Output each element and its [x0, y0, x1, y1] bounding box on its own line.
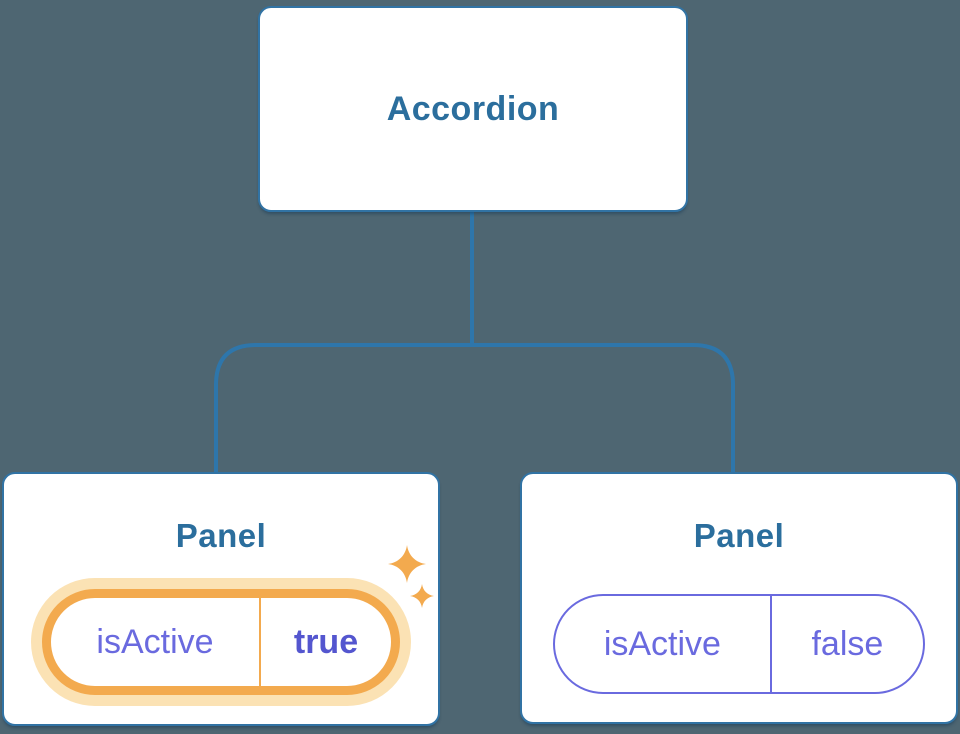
sparkle-icon	[410, 584, 434, 608]
sparkle-icon	[388, 545, 426, 583]
panel-node-title: Panel	[175, 517, 267, 554]
panel-node-active: Panel isActive true	[2, 472, 440, 726]
state-value-label: false	[769, 596, 923, 692]
state-value-label: true	[259, 598, 391, 686]
state-pill-active: isActive true	[42, 589, 400, 695]
accordion-node-label: Accordion	[386, 89, 560, 128]
accordion-node: Accordion	[258, 6, 688, 212]
panel-node-inactive: Panel isActive false	[520, 472, 958, 724]
panel-node-title: Panel	[693, 517, 785, 554]
state-pill-inactive: isActive false	[553, 594, 925, 694]
state-key-label: isActive	[603, 624, 721, 663]
branch-line	[214, 343, 735, 472]
state-key-label: isActive	[96, 622, 214, 661]
